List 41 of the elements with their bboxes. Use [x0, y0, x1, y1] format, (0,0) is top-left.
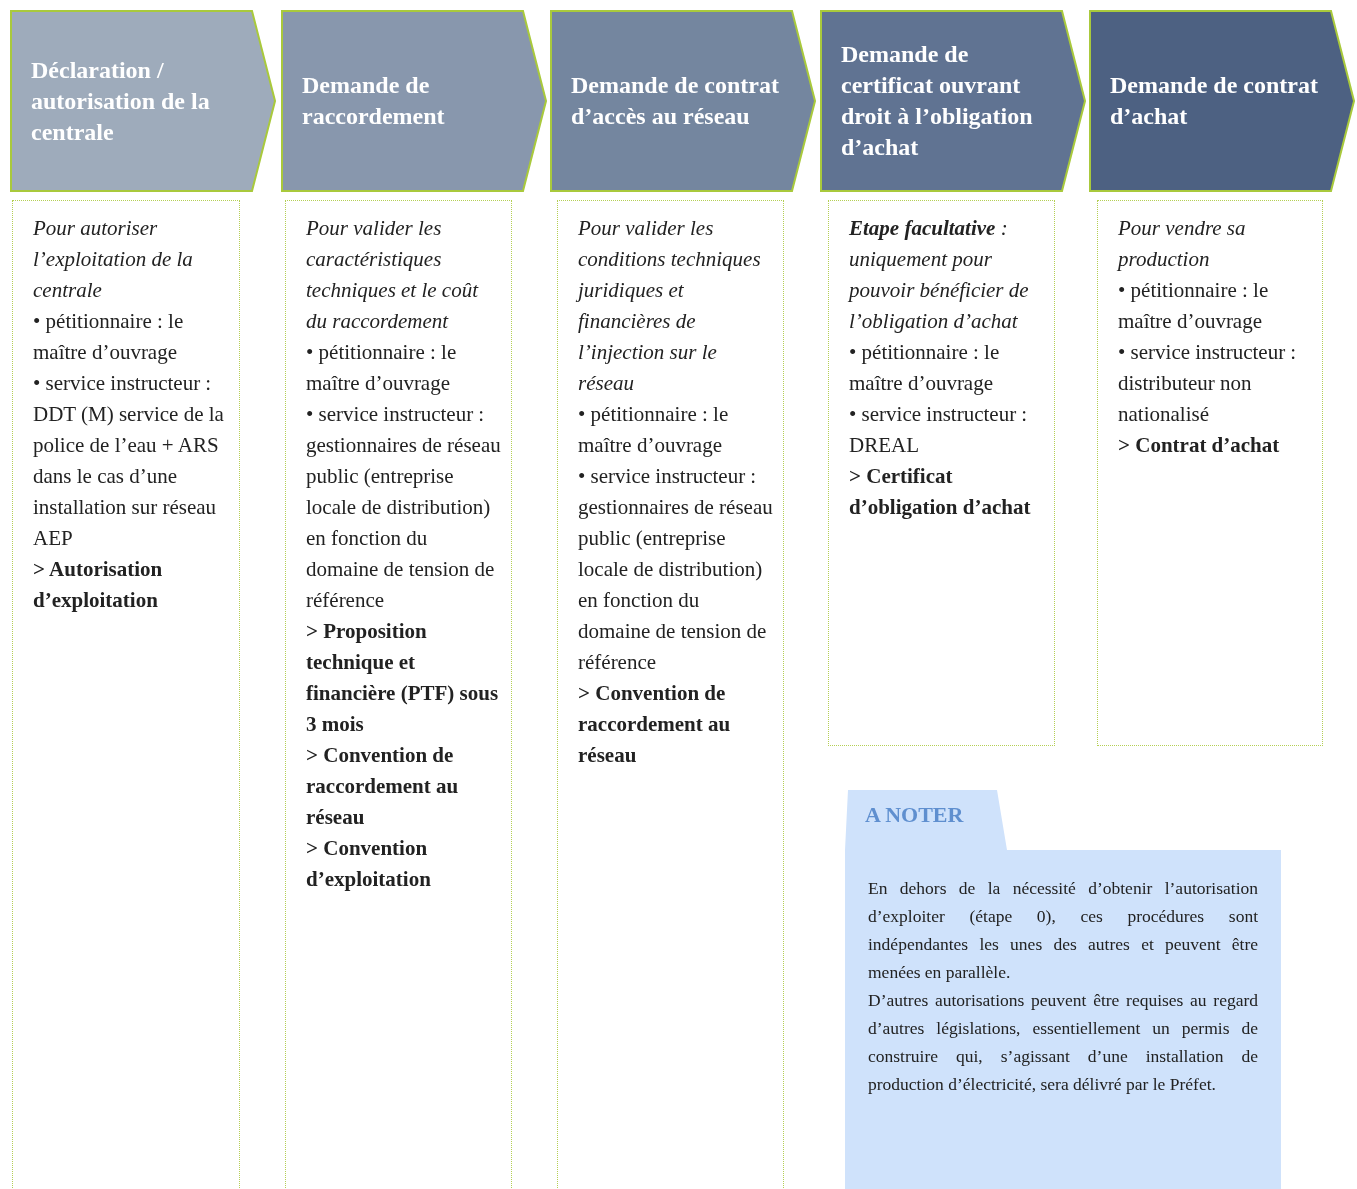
step-detail: • service instructeur : gestionnaires de réseau public (entreprise locale de distribution) en fonction du domaine de tension de référence — [578, 463, 774, 676]
step-result: > Autorisation d’exploitation — [33, 556, 164, 614]
step-detail: • pétitionnaire : le maître d’ouvrage — [849, 339, 1001, 397]
step-title: Déclaration / autorisation de la centrale — [31, 55, 211, 147]
note-panel — [845, 790, 1281, 1189]
chevron-step — [550, 10, 816, 192]
step-detail: • service instructeur : DREAL — [849, 401, 1029, 459]
step-result: > Convention d’exploitation — [306, 835, 432, 893]
step-title: Demande de contrat d’achat — [1110, 71, 1319, 131]
step-detail: • pétitionnaire : le maître d’ouvrage — [578, 401, 730, 459]
step-title: Demande de certificat ouvrant droit à l’obligation d’achat — [841, 40, 1034, 162]
step-description-box — [1097, 200, 1323, 746]
step-purpose: Pour vendre sa production — [1118, 215, 1247, 273]
step-purpose: Pour valider les caractéristiques techniques et le coût du raccordement — [306, 215, 480, 335]
note-heading: A NOTER — [865, 801, 964, 829]
step-result: > Convention de raccordement au réseau — [306, 742, 460, 831]
chevron-step — [281, 10, 547, 192]
step-description-box — [557, 200, 784, 1189]
step-result: > Proposition technique et financière (PTF) sous 3 mois — [306, 618, 500, 738]
step-purpose: Pour valider les conditions techniques juridiques et financières de l’injection sur le réseau — [578, 215, 762, 397]
step-detail: • service instructeur : distributeur non nationalisé — [1118, 339, 1298, 428]
step-detail: • pétitionnaire : le maître d’ouvrage — [1118, 277, 1270, 335]
step-detail: • pétitionnaire : le maître d’ouvrage — [33, 308, 185, 366]
step-result: > Certificat d’obligation d’achat — [849, 463, 1032, 521]
step-description-box — [12, 200, 240, 1189]
note-paragraph: D’autres autorisations peuvent être requises au regard d’autres législations, essentiellement un permis de construire qui, s’agissant d’une installation de production d’électricité, sera délivré par le Préfet. — [868, 989, 1258, 1096]
chevron-step — [1089, 10, 1355, 192]
step-purpose: Etape facultative : uniquement pour pouvoir bénéficier de l’obligation d’achat — [849, 215, 1030, 335]
step-purpose: Pour autoriser l’exploitation de la centrale — [33, 215, 194, 304]
step-result: > Contrat d’achat — [1118, 432, 1281, 459]
step-description-box — [285, 200, 512, 1189]
step-detail: • pétitionnaire : le maître d’ouvrage — [306, 339, 458, 397]
step-title: Demande de raccordement — [302, 71, 446, 131]
step-title: Demande de contrat d’accès au réseau — [571, 71, 780, 131]
step-detail: • service instructeur : DDT (M) service de la police de l’eau + ARS dans le cas d’une installation sur réseau AEP — [33, 370, 225, 552]
chevron-step — [10, 10, 276, 192]
step-result: > Convention de raccordement au réseau — [578, 680, 732, 769]
note-paragraph: En dehors de la nécessité d’obtenir l’autorisation d’exploiter (étape 0), ces procédures sont indépendantes les unes des autres et peuvent être menées en parallèle. — [868, 877, 1258, 984]
step-detail: • service instructeur : gestionnaires de réseau public (entreprise locale de distribution) en fonction du domaine de tension de référence — [306, 401, 502, 614]
chevron-step — [820, 10, 1086, 192]
step-description-box — [828, 200, 1055, 746]
